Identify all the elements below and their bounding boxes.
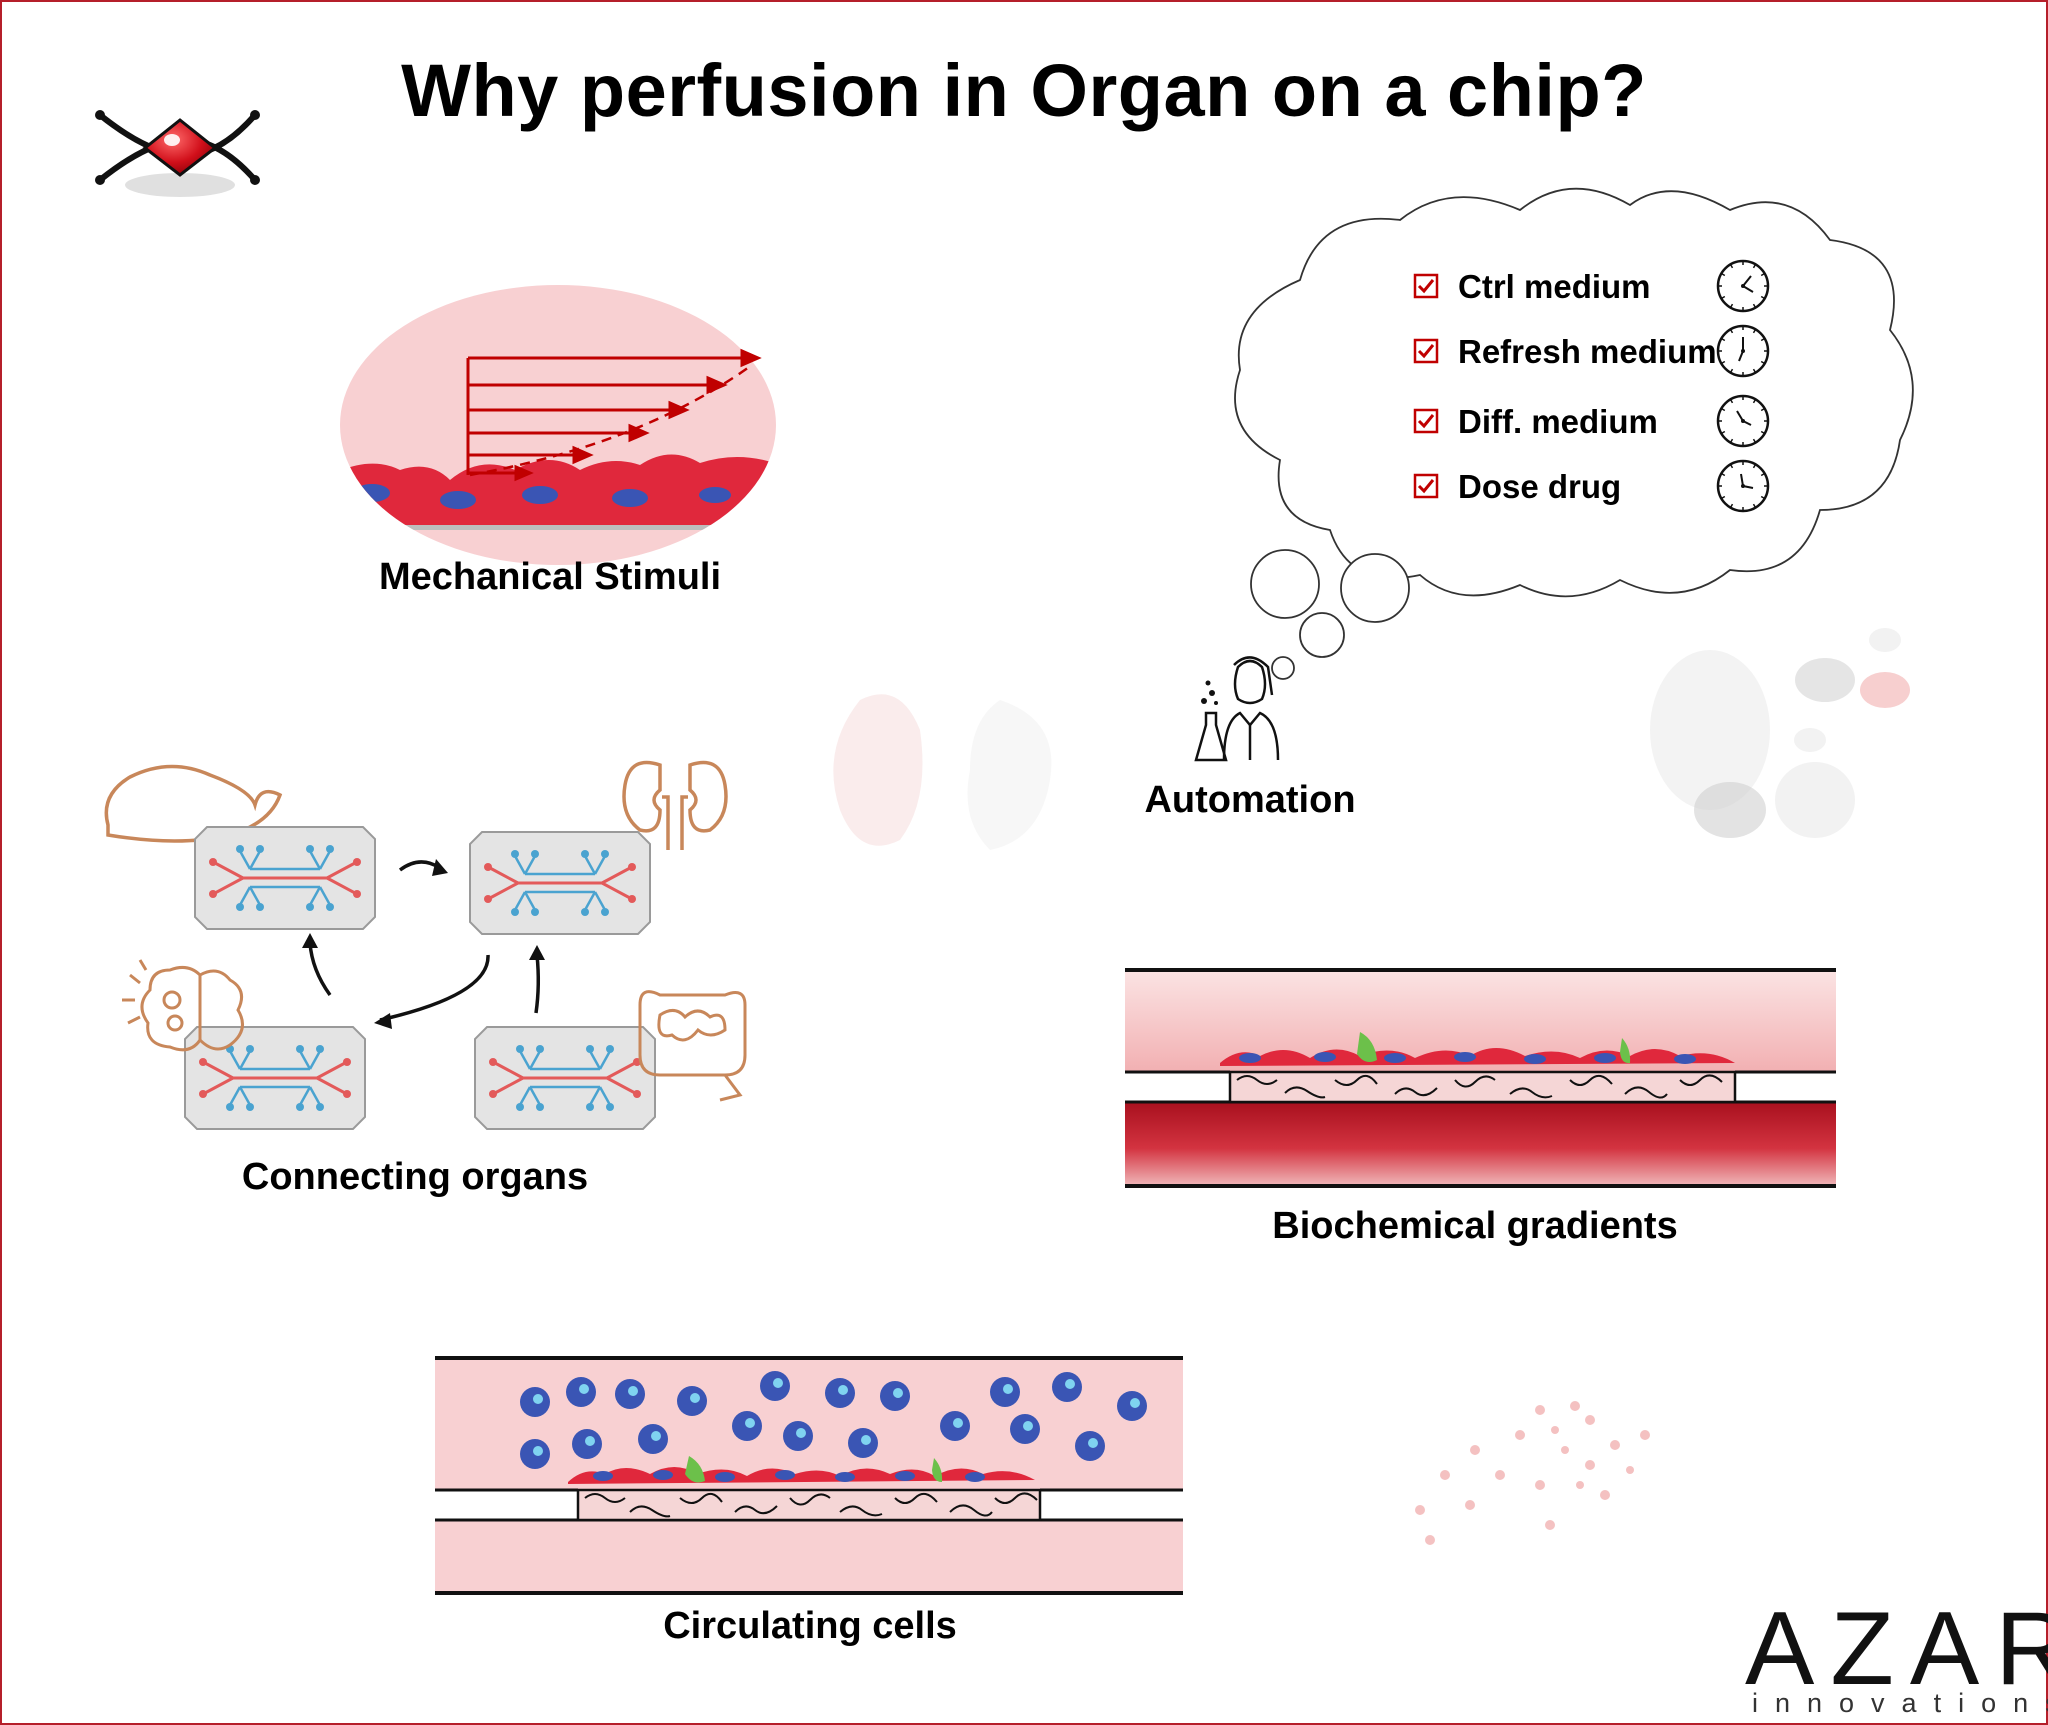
faded-organ-decoration: [833, 694, 1052, 850]
clock-icon: [1716, 459, 1770, 513]
mechanical-stimuli-diagram: [340, 285, 776, 565]
checkbox-icon[interactable]: [1413, 273, 1439, 299]
checklist-item-label: Refresh medium: [1458, 333, 1717, 370]
kidneys-icon: [622, 760, 728, 850]
automation-label: Automation: [1144, 779, 1356, 821]
clock-icon: [1716, 324, 1770, 378]
circulating-cells: [520, 1371, 1147, 1469]
brand-logo: AZAR: [1745, 1591, 2048, 1707]
clock-icon: [1716, 394, 1770, 448]
biochemical-gradients-diagram: [1125, 968, 1836, 1188]
checklist-item-label: Dose drug: [1458, 468, 1622, 505]
checkbox-icon[interactable]: [1413, 338, 1439, 364]
brain-icon: [122, 959, 244, 1052]
checkbox-icon[interactable]: [1413, 408, 1439, 434]
faded-dots-decoration: [1415, 1401, 1650, 1545]
scientist-icon: [1194, 656, 1280, 762]
intestines-icon: [638, 990, 747, 1102]
circulating-cells-diagram: [435, 1356, 1183, 1595]
faded-cells-decoration: [1650, 628, 1910, 838]
brand-subtitle: innovations: [1752, 1688, 2048, 1718]
circulating-cells-label: Circulating cells: [663, 1605, 957, 1647]
connecting-organs-label: Connecting organs: [241, 1156, 589, 1198]
thought-bubbles: [1271, 553, 1410, 680]
biochemical-gradients-label: Biochemical gradients: [1272, 1205, 1678, 1247]
checklist-item-label: Ctrl medium: [1458, 268, 1651, 305]
connecting-organs-diagram: [104, 760, 747, 1131]
page-title: Why perfusion in Organ on a chip?: [401, 49, 1647, 132]
mechanical-stimuli-label: Mechanical Stimuli: [378, 556, 722, 598]
checklist-item-label: Diff. medium: [1458, 403, 1658, 440]
checkbox-icon[interactable]: [1413, 473, 1439, 499]
clock-icon: [1716, 259, 1770, 313]
logo-icon: [95, 110, 260, 197]
